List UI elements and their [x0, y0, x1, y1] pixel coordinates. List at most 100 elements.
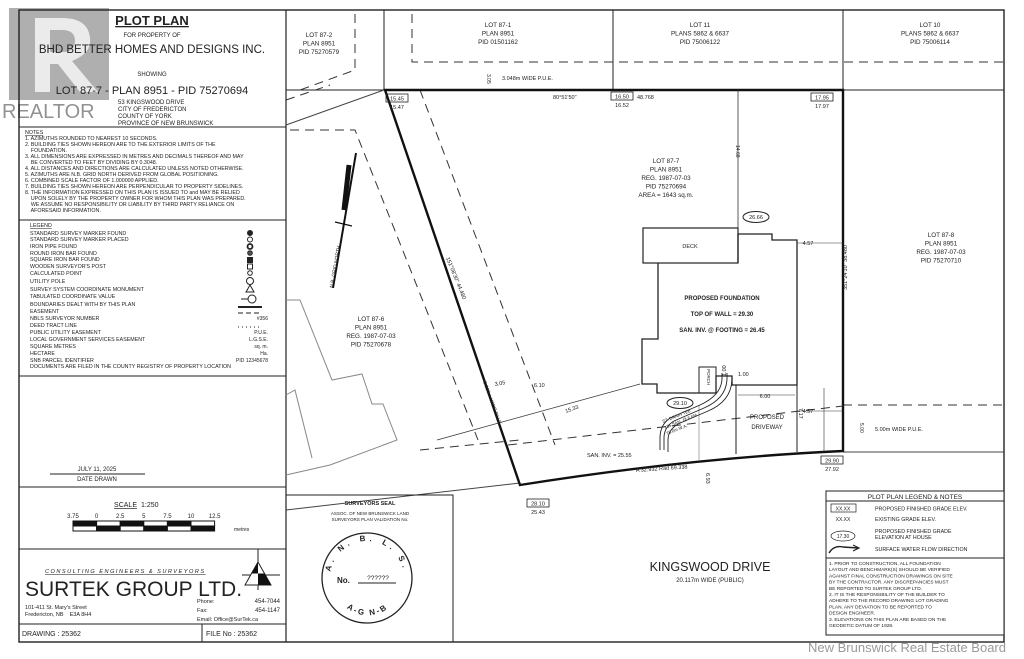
- north-label: N.B. GRID NORTH: [329, 245, 342, 288]
- legend-item-label: ROUND IRON BAR FOUND: [30, 251, 97, 257]
- grade-box: [526, 498, 550, 508]
- plan-label: EXISTING GRADE ELEV.: [875, 517, 936, 523]
- plot-legend-note: ADHERE TO THE RECORD DRAWING LOT GRADING: [829, 598, 949, 604]
- existing-grade: 17.97: [815, 104, 829, 110]
- service-line: [659, 373, 723, 450]
- scale-title: SCALE: [114, 502, 137, 509]
- plot-legend-title: PLOT PLAN LEGEND & NOTES: [868, 494, 963, 501]
- address-line: CITY OF FREDERICTON: [118, 107, 186, 113]
- lot-label: PID 01501162: [478, 39, 518, 46]
- proposed-foundation: [641, 233, 798, 394]
- porch: [698, 366, 717, 394]
- note-line: 8. THE INFORMATION EXPRESSED ON THIS PLA…: [25, 190, 240, 196]
- scale-segment: [119, 525, 145, 532]
- plot-legend-note: GEODETIC DATUM OF 1928.: [829, 623, 893, 629]
- legend-section: LEGEND STANDARD SURVEY MARKER FOUNDSTAND…: [30, 223, 268, 370]
- distance-label: 48.768: [637, 95, 654, 101]
- proposed-grade: 15.45: [390, 97, 404, 103]
- seal-title: SURVEYORS SEAL: [345, 501, 396, 507]
- legend-item-label: SQUARE IRON BAR FOUND: [30, 257, 100, 263]
- legend-item-symbol: P.U.E.: [254, 330, 268, 336]
- lot-label: LOT 87-8: [928, 232, 955, 239]
- pue-label: 5.00m WIDE P.U.E.: [875, 427, 923, 433]
- note-line: 2. BUILDING TIES SHOWN HEREON ARE TO THE…: [25, 142, 216, 148]
- scale-segment: [190, 520, 216, 527]
- lot-label: REG. 1987-07-03: [641, 175, 691, 182]
- utility-pole-icon: [246, 277, 254, 285]
- fax-value: 454-1147: [255, 608, 281, 614]
- iron-pipe-icon: [246, 243, 254, 250]
- plot-legend-note: 3. ELEVATIONS ON THIS PLAN ARE BASED ON …: [829, 617, 946, 623]
- water-flow-arrow-icon: [828, 545, 859, 554]
- scale-segment: [119, 520, 145, 527]
- plan-label: 4.57: [803, 409, 814, 415]
- plot-legend-note: PLAN. ANY DEVIATION TO BE REPORTED TO: [829, 604, 932, 610]
- bearing-label: 351°24'10" 38.480: [843, 245, 849, 290]
- scale-tick-label: 0: [95, 514, 99, 520]
- lot-label: PID 75006114: [910, 39, 950, 46]
- scale-ratio: 1:250: [141, 502, 159, 509]
- plan-label: ELEVATION AT HOUSE: [875, 535, 932, 541]
- note-line: 3. ALL DIMENSIONS ARE EXPRESSED IN METRE…: [25, 154, 244, 160]
- site-plan: N.B. GRID NORTH: [285, 10, 1005, 643]
- lot-label: PID 75270678: [351, 342, 392, 349]
- legend-item-label: SURVEY SYSTEM COORDINATE MONUMENT: [30, 287, 145, 293]
- proposed-driveway: [735, 385, 798, 454]
- lot-label: PLAN 8951: [925, 241, 958, 248]
- scale-segment: [143, 520, 168, 527]
- scale-segment: [72, 520, 98, 527]
- scale-tick-label: 7.5: [163, 514, 172, 520]
- legend-item-symbol: PID 12345678: [236, 358, 268, 364]
- legend-item-label: BOUNDARIES DEALT WITH BY THIS PLAN: [30, 302, 135, 308]
- drawing-number: DRAWING : 25362: [22, 631, 81, 638]
- lot-label: PID 75270579: [299, 49, 340, 56]
- notes-section: NOTES 1. AZIMUTHS ROUNDED TO NEAREST 10 …: [25, 130, 246, 214]
- legend-symbols: [238, 230, 262, 328]
- company-address: 101-411 St. Mary's Street: [25, 605, 87, 611]
- existing-grade: 16.52: [615, 103, 629, 109]
- lot-label: PLAN 8951: [650, 167, 683, 174]
- deck-label: DECK: [682, 244, 698, 250]
- plan-label: 1.00: [738, 372, 749, 378]
- plot-legend-note: 2. IT IS THE RESPONSIBILITY OF THE BUILD…: [829, 592, 945, 598]
- note-line: 1. AZIMUTHS ROUNDED TO NEAREST 10 SECOND…: [25, 136, 157, 142]
- lot-label: LOT 87-1: [485, 22, 512, 29]
- company-logo-icon: [242, 549, 280, 590]
- plot-legend-note: LAYOUT AND BENCHMARK(S) SHOULD BE VERIFI…: [829, 567, 950, 573]
- existing-grade: 15.47: [390, 105, 404, 111]
- plan-label: PROPOSED FINISHED GRADE: [875, 529, 952, 535]
- plot-legend-note: BE REPORTED TO SURTEK GROUP LTD.: [829, 586, 922, 592]
- legend-item-label: IRON PIPE FOUND: [30, 244, 77, 250]
- wooden-post-icon: [247, 263, 253, 270]
- scale-segment: [72, 525, 98, 532]
- house-grade-ellipse: [742, 211, 770, 223]
- legend-item-label: PUBLIC UTILITY EASEMENT: [30, 330, 102, 336]
- proposed-grade: 29.90: [825, 459, 839, 465]
- seal-no-label: No.: [337, 576, 350, 585]
- legend-item-label: SQUARE METRES: [30, 344, 76, 350]
- house-grade: 26.66: [749, 215, 763, 221]
- note-line: AFORESAID INFORMATION.: [25, 208, 101, 214]
- legend-item-symbol: #356: [257, 316, 268, 322]
- realtor-watermark: REALTOR: [2, 8, 109, 123]
- surveyors-seal: SURVEYORS SEAL ASSOC. OF NEW BRUNSWICK L…: [321, 501, 413, 624]
- address-line: COUNTY OF YORK: [118, 114, 172, 120]
- legend-item-label: SNB PARCEL IDENTIFIER: [30, 358, 94, 364]
- file-number: FILE No : 25362: [206, 631, 257, 638]
- left-panel: [19, 126, 286, 642]
- driveway-label: DRIVEWAY: [751, 425, 782, 431]
- house-grade-ellipse: [666, 397, 694, 409]
- north-arrow-icon: [332, 152, 357, 289]
- lot-label: AREA = 1643 sq.m.: [638, 192, 693, 199]
- seal-subtitle: ASSOC. OF NEW BRUNSWICK LAND: [331, 511, 410, 516]
- scale-tick-label: 5: [142, 514, 146, 520]
- plan-label: 15.33: [565, 405, 580, 415]
- plan-label: SURFACE WATER FLOW DIRECTION: [875, 547, 968, 553]
- company-name: SURTEK GROUP LTD.: [25, 578, 242, 601]
- note-line: 7. BUILDING TIES SHOWN HEREON ARE PERPEN…: [25, 184, 243, 190]
- legend-item-label: LOCAL GOVERNMENT SERVICES EASEMENT: [30, 337, 146, 343]
- legend-item-label: CALCULATED POINT: [30, 271, 83, 277]
- porch-label: PORCH: [706, 369, 711, 385]
